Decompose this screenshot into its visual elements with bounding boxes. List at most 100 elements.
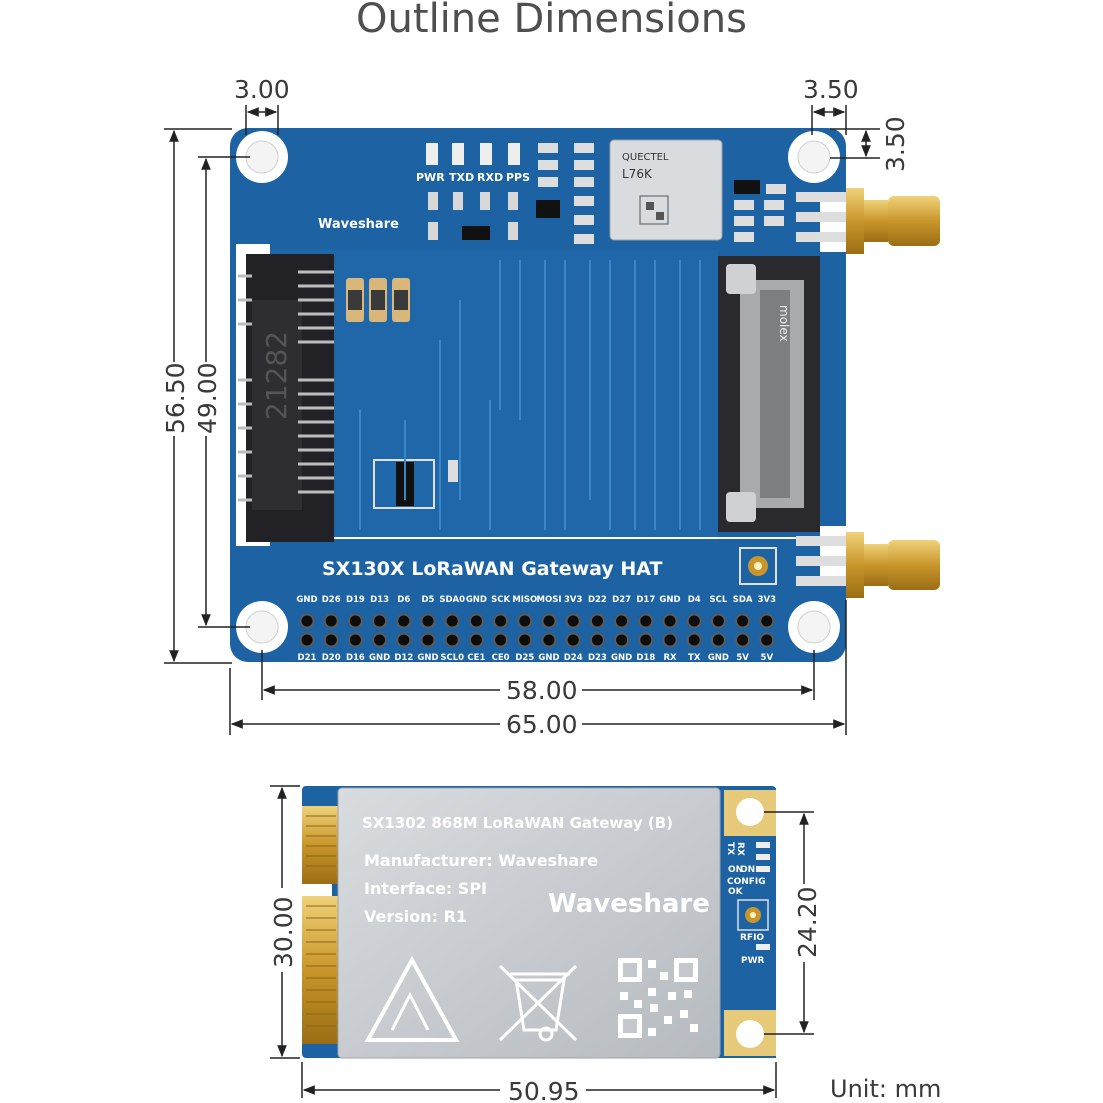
gpio-pin [686, 613, 702, 629]
gpio-label-top: 3V3 [564, 595, 582, 605]
ufl-connector [739, 547, 777, 585]
gps-module: QUECTEL L76K [609, 139, 723, 241]
dim-hole-offset-top: 3.50 [881, 116, 910, 172]
gpio-label-top: SDA [733, 595, 753, 605]
gpio-label-bottom: D16 [346, 653, 365, 663]
unit-label: Unit: mm [830, 1075, 942, 1103]
socket-text: molex [777, 305, 791, 342]
dim-module-holes: 24.20 [793, 886, 822, 958]
gpio-pin [347, 632, 363, 648]
gpio-pin [638, 632, 654, 648]
gpio-label-top: D13 [370, 595, 389, 605]
gpio-label-bottom: D24 [564, 653, 583, 663]
gpio-label-bottom: D12 [394, 653, 413, 663]
led-rxd-label: RXD [477, 171, 503, 184]
gpio-pin [735, 613, 751, 629]
gpio-label-bottom: D23 [588, 653, 607, 663]
gpio-label-top: D5 [422, 595, 435, 605]
molex-socket: molex [718, 256, 820, 532]
dim-width-total: 65.00 [506, 710, 578, 739]
gpio-pin [759, 632, 775, 648]
led-tx-label: TX [725, 842, 735, 855]
gpio-label-bottom: CE1 [467, 653, 485, 663]
gpio-label-bottom: GND [708, 653, 729, 663]
minipcie-connector: 21282 [236, 244, 334, 546]
gpio-label-top: D22 [588, 595, 607, 605]
gpio-pin [759, 613, 775, 629]
gpio-label-top: 3V3 [758, 595, 776, 605]
gpio-pin [614, 613, 630, 629]
gpio-label-top: GND [296, 595, 317, 605]
led-config-label: CONFIG [727, 877, 766, 887]
gpio-pin [323, 613, 339, 629]
gpio-pin [323, 632, 339, 648]
gpio-pin [396, 613, 412, 629]
led-pwr-label: PWR [416, 171, 445, 184]
gpio-label-bottom: D20 [322, 653, 341, 663]
dim-hole-offset-right: 3.50 [803, 75, 859, 104]
module-name: SX1302 868M LoRaWAN Gateway (B) [362, 814, 673, 832]
gpio-pin [638, 613, 654, 629]
gpio-pin [493, 632, 509, 648]
gpio-label-bottom: D25 [515, 653, 534, 663]
gpio-label-bottom: RX [663, 653, 677, 663]
gpio-label-bottom: 5V [761, 653, 774, 663]
page-title: Outline Dimensions [356, 0, 747, 42]
module-leds: TX RX ON ON CONFIG OK RFIO PWR [725, 842, 770, 966]
gps-brand: QUECTEL [622, 152, 669, 163]
gpio-pin [468, 632, 484, 648]
gpio-pin [710, 632, 726, 648]
gpio-pin [662, 613, 678, 629]
gpio-pin [517, 632, 533, 648]
gpio-pin [299, 613, 315, 629]
gpio-pin [710, 613, 726, 629]
led-block: PWR TXD RXD PPS [416, 143, 560, 240]
led-ok-label: OK [728, 887, 744, 897]
gpio-label-bottom: GND [369, 653, 390, 663]
gpio-label-bottom: SCL0 [440, 653, 464, 663]
gpio-label-bottom: TX [688, 653, 701, 663]
gpio-label-top: GND [466, 595, 487, 605]
led-txd-label: TXD [449, 171, 474, 184]
gpio-label-bottom: GND [611, 653, 632, 663]
dim-height-total: 56.50 [161, 362, 190, 434]
gpio-pin [517, 613, 533, 629]
mount-hole-br [788, 601, 840, 653]
gpio-pin [299, 632, 315, 648]
led-pps-label: PPS [506, 171, 530, 184]
gpio-pin [493, 613, 509, 629]
module-dimensions [270, 785, 814, 1098]
module-manufacturer: Manufacturer: Waveshare [364, 851, 598, 870]
gpio-label-top: MOSI [537, 595, 562, 605]
dim-width-holes: 58.00 [506, 676, 578, 705]
qr-code [618, 958, 698, 1038]
dim-module-width: 50.95 [508, 1077, 580, 1103]
gpio-label-top: MISO [512, 595, 537, 605]
gpio-label-top: D4 [688, 595, 701, 605]
gpio-pin [662, 632, 678, 648]
gpio-label-bottom: 5V [736, 653, 749, 663]
gpio-pin [468, 613, 484, 629]
led-on2-label: ON [740, 865, 755, 875]
hat-brand: Waveshare [318, 217, 399, 232]
edge-fingers-top [302, 806, 338, 884]
edge-fingers-bottom [302, 896, 338, 1044]
led-rx-label: RX [735, 842, 745, 856]
gpio-pin [735, 632, 751, 648]
gpio-pin [614, 632, 630, 648]
hat-board: Waveshare PWR TXD RXD PPS [230, 128, 940, 663]
gpio-pin [589, 632, 605, 648]
dim-hole-offset-x: 3.00 [234, 75, 290, 104]
gpio-pin [541, 632, 557, 648]
gpio-pin [396, 632, 412, 648]
module-brand: Waveshare [548, 889, 710, 919]
gpio-pin [541, 613, 557, 629]
mount-hole-tr [788, 131, 840, 183]
dim-module-height: 30.00 [269, 896, 298, 968]
dim-height-holes: 49.00 [193, 362, 222, 434]
gpio-label-top: SCL [710, 595, 728, 605]
module-interface: Interface: SPI [364, 879, 487, 898]
gpio-label-top: D19 [346, 595, 365, 605]
esd-warning-icon [364, 955, 460, 1042]
